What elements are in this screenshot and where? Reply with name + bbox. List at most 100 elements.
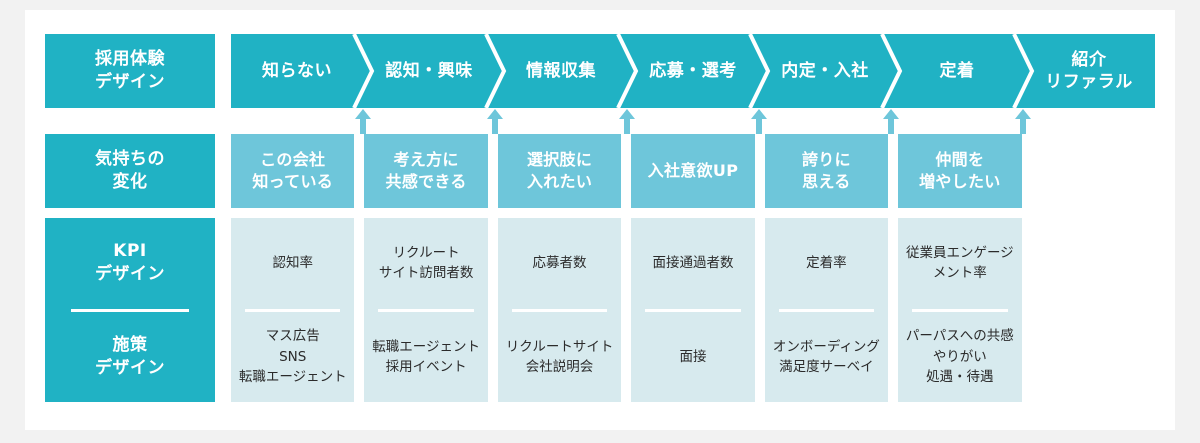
journey-stage-label: 情報収集 (526, 60, 596, 82)
kpi-line1: 応募者数 (532, 255, 587, 272)
stage-line2: リファラル (1045, 72, 1133, 92)
row-label-kpi-and-measure-design: KPI デザイン 施策 デザイン (45, 218, 215, 402)
journey-stage-label: 知らない (262, 60, 332, 82)
kpi-measure-divider (912, 308, 1008, 312)
journey-stage-label: 定着 (940, 60, 975, 82)
row-label-line2: デザイン (95, 357, 165, 378)
stage-line1: 情報収集 (526, 60, 596, 81)
emotion-card-label: 仲間を増やしたい (919, 149, 1001, 192)
emotion-card-6[interactable]: 仲間を増やしたい (898, 134, 1022, 208)
emotion-card-2[interactable]: 考え方に共感できる (364, 134, 488, 208)
measure-text: リクルートサイト会社説明会 (498, 312, 621, 403)
stage-line1: 紹介 (1071, 49, 1107, 70)
row-label-line1: KPI (113, 241, 147, 262)
emotion-card-label: 考え方に共感できる (386, 149, 467, 192)
kpi-line1: リクルート (392, 245, 460, 261)
emotion-card-empty (1032, 134, 1155, 208)
measure-line2: 採用イベント (385, 358, 467, 375)
stage-line1: 知らない (262, 60, 332, 81)
emotion-line1: 誇りに (801, 150, 851, 170)
emotion-line1: 考え方に (393, 150, 459, 170)
measure-text: パーパスへの共感やりがい処遇・待遇 (898, 312, 1021, 403)
stage-connector-arrows (231, 108, 1155, 134)
stage-line1: 認知・興味 (385, 60, 473, 81)
row-label-measure-design: 施策 デザイン (45, 312, 215, 403)
kpi-measure-divider (378, 308, 474, 312)
measure-line1: マス広告 (265, 328, 320, 345)
journey-stage-3[interactable]: 情報収集 (495, 34, 640, 108)
row-label-line1: 施策 (112, 334, 148, 355)
kpi-measure-card-3[interactable]: 応募者数リクルートサイト会社説明会 (497, 218, 622, 403)
kpi-measure-card-5[interactable]: 定着率オンボーディング満足度サーベイ (764, 218, 889, 403)
stage-line1: 定着 (939, 60, 975, 81)
journey-stage-label: 応募・選考 (649, 60, 737, 82)
row-label-emotion-change: 気持ちの 変化 (45, 134, 215, 208)
kpi-lines: リクルートサイト訪問者数 (379, 243, 474, 284)
measure-lines: マス広告 SNS 転職エージェント (239, 326, 347, 387)
measure-lines: オンボーディング満足度サーベイ (773, 337, 880, 378)
kpi-lines: 定着率 (806, 253, 847, 273)
measure-line1: 転職エージェント (372, 338, 480, 355)
emotion-card-5[interactable]: 誇りに思える (764, 134, 889, 208)
row-label-line2: 変化 (112, 172, 148, 192)
journey-stage-7[interactable]: 紹介リファラル (1023, 34, 1155, 108)
kpi-measure-divider (645, 308, 741, 312)
emotion-line2: 知っている (252, 172, 334, 191)
emotion-card-label: この会社知っている (252, 149, 333, 192)
kpi-measure-card-4[interactable]: 面接通過者数面接 (631, 218, 755, 402)
row-label-line2: デザイン (95, 72, 165, 92)
up-arrow-icon-1 (355, 109, 371, 134)
up-arrow-icon-2 (487, 109, 503, 134)
measure-line2: SNS (279, 348, 307, 365)
measure-text: オンボーディング満足度サーベイ (765, 312, 888, 403)
kpi-lines: 応募者数 (533, 253, 587, 273)
measure-text: 転職エージェント採用イベント (364, 312, 487, 403)
journey-stage-6[interactable]: 定着 (891, 34, 1036, 108)
emotion-line1: 入社意欲UP (647, 161, 739, 181)
kpi-text: 応募者数 (498, 218, 621, 309)
journey-stage-5[interactable]: 内定・入社 (759, 34, 904, 108)
measure-lines: 面接 (679, 347, 706, 367)
stage-line1: 応募・選考 (649, 60, 737, 81)
emotion-card-3[interactable]: 選択肢に入れたい (497, 134, 622, 208)
measure-line1: オンボーディング (772, 338, 880, 355)
row-label-line1: 気持ちの (95, 149, 165, 170)
emotion-line1: 仲間を (935, 150, 985, 170)
kpi-text: 面接通過者数 (631, 218, 754, 309)
journey-stage-label: 内定・入社 (781, 60, 869, 82)
emotion-line2: 増やしたい (919, 172, 1001, 191)
measure-line3: 処遇・待遇 (926, 368, 994, 385)
up-arrow-icon-4 (751, 109, 767, 134)
kpi-measure-card-6[interactable]: 従業員エンゲージメント率パーパスへの共感やりがい処遇・待遇 (898, 218, 1022, 403)
emotion-card-1[interactable]: この会社知っている (231, 134, 355, 208)
emotion-card-row: この会社知っている 考え方に共感できる選択肢に入れたい 入社意欲UP 誇りに思える 仲間… (231, 134, 1155, 208)
kpi-line2: メント率 (932, 265, 987, 282)
measure-line3: 転職エージェント (238, 368, 347, 385)
measure-line1: 面接 (679, 348, 707, 365)
kpi-lines: 面接通過者数 (652, 253, 733, 273)
measure-line2: 満足度サーベイ (779, 358, 874, 375)
diagram-canvas: 採用体験 デザイン 気持ちの 変化 KPI デザイン 施策 デザイン 知らない 認… (25, 10, 1175, 430)
kpi-measure-card-2[interactable]: リクルートサイト訪問者数転職エージェント採用イベント (364, 218, 488, 403)
emotion-card-label: 誇りに思える (802, 149, 851, 192)
emotion-line2: 入れたい (526, 172, 593, 191)
row-label-recruiting-experience-design: 採用体験 デザイン (45, 34, 215, 108)
kpi-text: 従業員エンゲージメント率 (898, 218, 1021, 309)
emotion-line2: 思える (802, 172, 851, 191)
kpi-lines: 従業員エンゲージメント率 (906, 243, 1014, 284)
kpi-measure-divider (511, 308, 608, 312)
kpi-line1: 従業員エンゲージ (905, 245, 1014, 261)
row-label-kpi-design: KPI デザイン (45, 218, 215, 309)
journey-stage-4[interactable]: 応募・選考 (627, 34, 772, 108)
row-label-divider (71, 308, 189, 312)
journey-stage-1[interactable]: 知らない (231, 34, 376, 108)
emotion-card-4[interactable]: 入社意欲UP (631, 134, 755, 208)
measure-line2: 会社説明会 (525, 358, 594, 375)
journey-stage-2[interactable]: 認知・興味 (363, 34, 508, 108)
up-arrow-icon-5 (883, 109, 899, 134)
up-arrow-icon-6 (1015, 109, 1031, 134)
stage-line1: 内定・入社 (781, 60, 869, 81)
emotion-line1: この会社 (260, 150, 326, 170)
